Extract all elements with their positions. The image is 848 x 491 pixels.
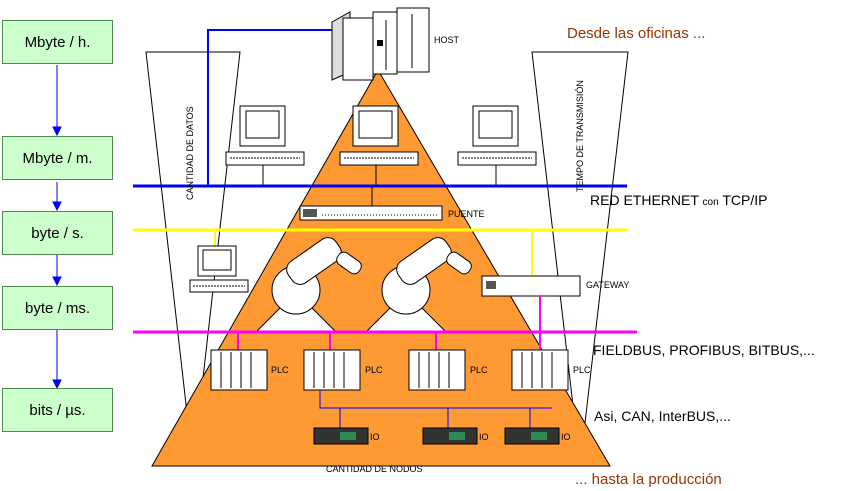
io-label-2: IO xyxy=(479,432,489,442)
plc-2 xyxy=(303,349,361,391)
from-offices-label: Desde las oficinas ... xyxy=(567,25,706,42)
io-module-2 xyxy=(422,427,478,445)
plc-label-4: PLC xyxy=(573,365,591,375)
transmission-time-wedge xyxy=(531,51,629,467)
host-label: HOST xyxy=(434,35,460,45)
bridge-device xyxy=(299,205,443,221)
rate-box-mbyte-hour: Mbyte / h. xyxy=(2,20,113,64)
io-label-1: IO xyxy=(370,432,380,442)
to-production-label: ... hasta la producción xyxy=(575,471,722,488)
transmission-time-label: TEMPO DE TRANSMISIÓN xyxy=(575,80,585,192)
small-workstation xyxy=(189,245,249,293)
io-label-3: IO xyxy=(561,432,571,442)
plc-1 xyxy=(210,349,268,391)
rate-box-bits-us: bits / µs. xyxy=(2,388,113,432)
data-amount-label: CANTIDAD DE DATOS xyxy=(185,106,195,200)
rate-box-mbyte-minute: Mbyte / m. xyxy=(2,136,113,180)
node-count-label: CANTIDAD DE NODOS xyxy=(326,464,423,474)
io-module-1 xyxy=(313,427,369,445)
bridge-label: PUENTE xyxy=(448,209,485,219)
workstation-2 xyxy=(339,105,419,186)
host-computer xyxy=(331,7,430,81)
plc-label-2: PLC xyxy=(365,365,383,375)
plc-4 xyxy=(511,349,569,391)
host-link xyxy=(207,29,332,186)
plc-label-3: PLC xyxy=(470,365,488,375)
rate-box-byte-second: byte / s. xyxy=(2,211,113,255)
robot-arm-2 xyxy=(364,237,472,333)
workstation-1 xyxy=(225,105,305,186)
plc-label-1: PLC xyxy=(271,365,289,375)
fieldbus-label: FIELDBUS, PROFIBUS, BITBUS,... xyxy=(593,342,815,358)
ethernet-label: RED ETHERNET con TCP/IP xyxy=(590,192,768,208)
rate-arrows xyxy=(52,65,62,390)
gateway-device xyxy=(481,275,581,332)
io-module-3 xyxy=(504,427,560,445)
workstation-3 xyxy=(457,105,537,186)
gateway-label: GATEWAY xyxy=(586,280,630,290)
io-bus xyxy=(319,390,552,409)
robot-arm-1 xyxy=(254,237,362,333)
plc-3 xyxy=(408,349,466,391)
rate-box-byte-ms: byte / ms. xyxy=(2,286,113,330)
asi-label: Asi, CAN, InterBUS,... xyxy=(594,408,731,424)
